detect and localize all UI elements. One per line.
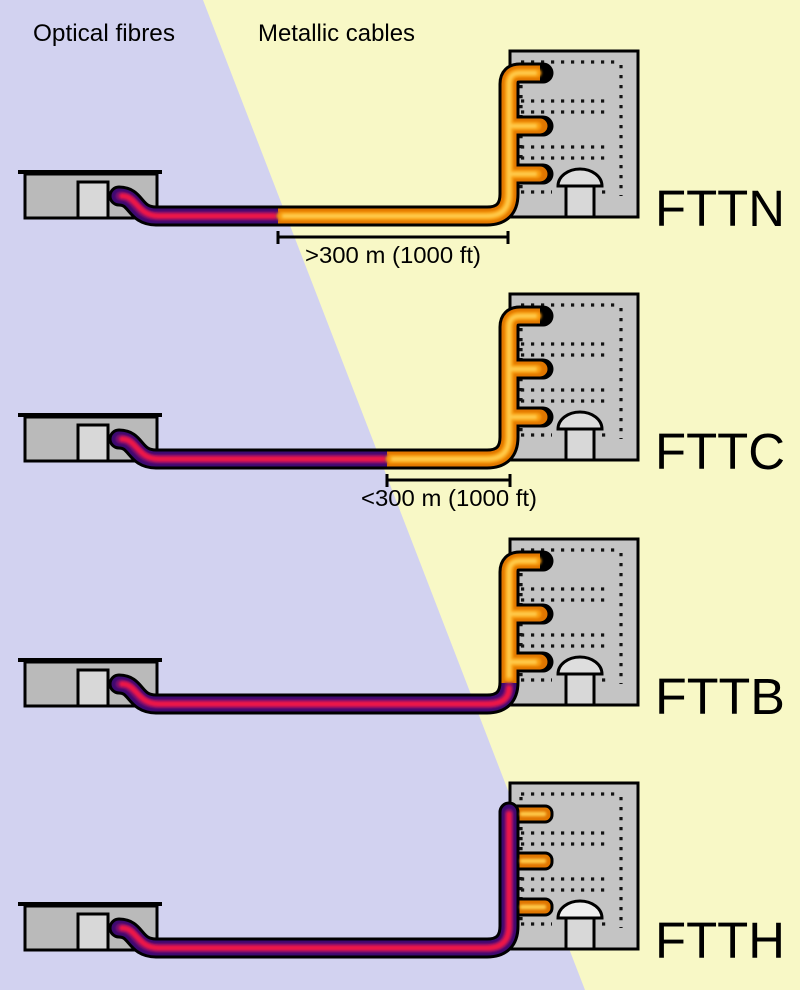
door-arch-icon <box>556 655 604 676</box>
distance-bracket <box>276 231 510 244</box>
exchange-building <box>18 413 162 463</box>
door-icon <box>76 180 110 220</box>
door-icon <box>564 184 596 219</box>
copper-core <box>281 70 538 219</box>
door-icon <box>76 668 110 708</box>
optical-fibres-label: Optical fibres <box>33 20 175 47</box>
row-fttn: >300 m (1000 ft) FTTN <box>18 49 785 268</box>
door-icon <box>564 916 596 951</box>
door-icon <box>564 427 596 462</box>
copper-core <box>390 313 538 462</box>
exchange-building <box>18 902 162 952</box>
copper-core <box>506 558 538 679</box>
fibre-core <box>119 681 512 707</box>
distance-bracket <box>385 474 512 487</box>
row-fttc: <300 m (1000 ft) FTTC <box>18 292 785 511</box>
door-icon <box>76 423 110 463</box>
optical-region <box>0 0 585 990</box>
door-icon <box>76 912 110 952</box>
fibre-core <box>119 193 277 219</box>
distance-label: >300 m (1000 ft) <box>305 242 481 268</box>
fibre-core <box>119 436 386 462</box>
row-label-fttn: FTTN <box>655 180 785 237</box>
cable <box>108 550 554 715</box>
row-label-fttb: FTTB <box>655 668 785 725</box>
cable <box>108 62 554 227</box>
metallic-cables-label: Metallic cables <box>258 20 415 47</box>
door-arch-icon <box>556 167 604 188</box>
fibre-core <box>119 811 512 951</box>
row-label-fttc: FTTC <box>655 423 785 480</box>
door-arch-icon <box>556 410 604 431</box>
copper-stub-cores <box>519 811 547 910</box>
door-arch-icon <box>556 899 604 920</box>
cable <box>108 305 554 470</box>
cable <box>108 801 520 959</box>
distance-label: <300 m (1000 ft) <box>361 485 537 511</box>
row-ftth: FTTH <box>18 781 785 969</box>
row-fttb: FTTB <box>18 537 785 725</box>
door-icon <box>564 672 596 707</box>
row-label-ftth: FTTH <box>655 912 785 969</box>
